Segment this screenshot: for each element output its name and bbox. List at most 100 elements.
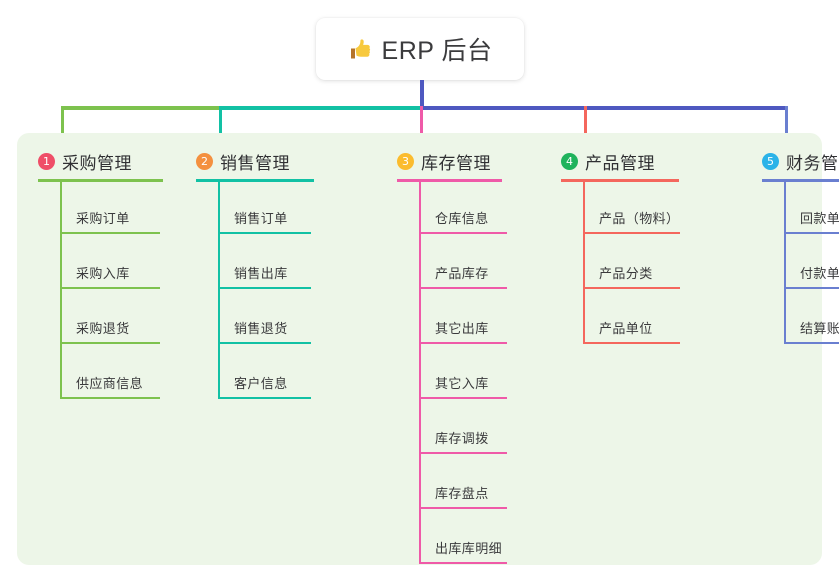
branch-item-label: 产品（物料） xyxy=(599,211,680,226)
branch-item-rule xyxy=(419,232,507,234)
branch-item-label: 结算账户 xyxy=(800,321,839,336)
branch-item-rule xyxy=(60,287,160,289)
branch-item[interactable]: 库存盘点 xyxy=(419,475,507,509)
branch-header-rule xyxy=(397,179,502,182)
connector-drop-4 xyxy=(584,106,587,136)
connector-drop-5 xyxy=(785,106,788,136)
branch-item-label: 库存盘点 xyxy=(435,486,489,501)
branch-item[interactable]: 产品单位 xyxy=(583,310,680,344)
branch-badge-icon: 5 xyxy=(762,153,779,170)
branch-item-rule xyxy=(419,562,507,564)
branch-title: 采购管理 xyxy=(62,154,132,173)
connector-drop-2 xyxy=(219,106,222,136)
branch-title: 销售管理 xyxy=(220,154,290,173)
branch-item[interactable]: 销售退货 xyxy=(218,310,311,344)
thumbs-up-icon xyxy=(348,37,373,62)
branch-item[interactable]: 其它出库 xyxy=(419,310,507,344)
branch-item-label: 库存调拨 xyxy=(435,431,489,446)
branch-header-rule xyxy=(196,179,314,182)
branch-header-2[interactable]: 2 销售管理 xyxy=(196,149,290,174)
branch-item-rule xyxy=(218,232,311,234)
branch-item-label: 产品单位 xyxy=(599,321,653,336)
connector-drop-1 xyxy=(61,106,64,136)
branch-item-rule xyxy=(419,342,507,344)
branch-item[interactable]: 仓库信息 xyxy=(419,200,507,234)
branch-item[interactable]: 回款单 xyxy=(784,200,839,234)
branch-spine xyxy=(583,179,585,344)
connector-segment-3 xyxy=(420,106,787,110)
branch-item-rule xyxy=(218,342,311,344)
branch-item[interactable]: 付款单 xyxy=(784,255,839,289)
branch-item-rule xyxy=(218,397,311,399)
branch-item-rule xyxy=(60,232,160,234)
connector-drop-3 xyxy=(420,106,423,136)
branch-item-label: 出库库明细 xyxy=(435,541,503,556)
branch-item[interactable]: 出库库明细 xyxy=(419,530,507,564)
branch-item-label: 回款单 xyxy=(800,211,839,226)
branch-item-label: 产品分类 xyxy=(599,266,653,281)
branch-header-rule xyxy=(561,179,679,182)
branch-item-label: 其它出库 xyxy=(435,321,489,336)
branch-badge-icon: 2 xyxy=(196,153,213,170)
branch-item-rule xyxy=(419,507,507,509)
root-connector-stem xyxy=(420,80,424,108)
connector-segment-2 xyxy=(219,106,423,110)
branch-item-label: 销售订单 xyxy=(234,211,288,226)
branch-header-4[interactable]: 4 产品管理 xyxy=(561,149,655,174)
branch-spine xyxy=(784,179,786,344)
branch-item[interactable]: 采购订单 xyxy=(60,200,160,234)
branch-item-label: 销售退货 xyxy=(234,321,288,336)
branch-item-rule xyxy=(419,287,507,289)
branch-item[interactable]: 产品库存 xyxy=(419,255,507,289)
branch-item[interactable]: 供应商信息 xyxy=(60,365,160,399)
branch-item[interactable]: 结算账户 xyxy=(784,310,839,344)
branch-header-rule xyxy=(762,179,839,182)
branch-badge-icon: 1 xyxy=(38,153,55,170)
branch-item-rule xyxy=(583,287,680,289)
branch-item-rule xyxy=(784,287,839,289)
branch-item-label: 采购入库 xyxy=(76,266,130,281)
branch-title: 财务管理 xyxy=(786,154,839,173)
branch-item-rule xyxy=(583,232,680,234)
branch-item-label: 销售出库 xyxy=(234,266,288,281)
branch-badge-icon: 4 xyxy=(561,153,578,170)
branch-item-label: 供应商信息 xyxy=(76,376,144,391)
branch-header-5[interactable]: 5 财务管理 xyxy=(762,149,839,174)
branch-item-label: 仓库信息 xyxy=(435,211,489,226)
branch-item-label: 付款单 xyxy=(800,266,839,281)
connector-segment-1 xyxy=(61,106,221,110)
branch-item[interactable]: 库存调拨 xyxy=(419,420,507,454)
branch-item-rule xyxy=(419,452,507,454)
root-node[interactable]: ERP 后台 xyxy=(316,18,524,80)
branch-item-label: 其它入库 xyxy=(435,376,489,391)
branch-item-rule xyxy=(218,287,311,289)
branch-item[interactable]: 客户信息 xyxy=(218,365,311,399)
branch-spine xyxy=(218,179,220,399)
branch-spine xyxy=(419,179,421,564)
branch-item[interactable]: 采购入库 xyxy=(60,255,160,289)
branch-item[interactable]: 产品（物料） xyxy=(583,200,680,234)
branch-item[interactable]: 产品分类 xyxy=(583,255,680,289)
branch-item-rule xyxy=(784,232,839,234)
branch-item-rule xyxy=(583,342,680,344)
branch-item[interactable]: 采购退货 xyxy=(60,310,160,344)
branch-item[interactable]: 其它入库 xyxy=(419,365,507,399)
branch-item-label: 采购退货 xyxy=(76,321,130,336)
branch-item-rule xyxy=(419,397,507,399)
branch-spine xyxy=(60,179,62,399)
branch-header-rule xyxy=(38,179,163,182)
branch-item[interactable]: 销售出库 xyxy=(218,255,311,289)
branch-item-rule xyxy=(784,342,839,344)
branch-badge-icon: 3 xyxy=(397,153,414,170)
branch-item-rule xyxy=(60,397,160,399)
root-title: ERP 后台 xyxy=(381,37,493,65)
branch-header-1[interactable]: 1 采购管理 xyxy=(38,149,132,174)
branch-title: 产品管理 xyxy=(585,154,655,173)
branch-item-label: 客户信息 xyxy=(234,376,288,391)
branch-item-label: 采购订单 xyxy=(76,211,130,226)
branch-header-3[interactable]: 3 库存管理 xyxy=(397,149,491,174)
branch-item-label: 产品库存 xyxy=(435,266,489,281)
branch-title: 库存管理 xyxy=(421,154,491,173)
branch-item[interactable]: 销售订单 xyxy=(218,200,311,234)
